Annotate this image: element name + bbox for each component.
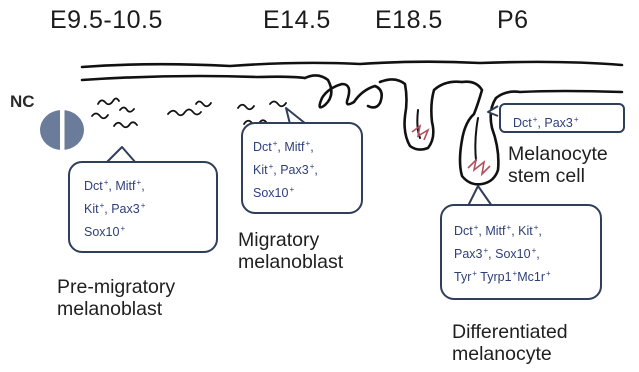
melanoblast-6: [195, 100, 212, 108]
marker-line: Sox10+: [84, 224, 126, 239]
epidermis-base-line: [80, 74, 307, 82]
caption-stem: Melanocyte stem cell: [508, 143, 608, 187]
melanoblast-7: [237, 103, 255, 111]
marker-line: Tyr+ Tyrp1+Mc1r+: [454, 269, 551, 284]
marker-line: Kit+, Pax3+: [84, 201, 146, 216]
follicle-e18: [378, 78, 464, 151]
melanoblast-3: [113, 121, 138, 129]
marker-line: Pax3+, Sox10+,: [454, 246, 540, 261]
callout-differentiated-markers: Dct+, Mitf+, Kit+, Pax3+, Sox10+, Tyr+ T…: [440, 204, 602, 300]
melanoblast-2: [91, 112, 109, 120]
pointer-migratory: [285, 107, 307, 125]
callout-migratory-markers: Dct+, Mitf+, Kit+, Pax3+, Sox10+: [241, 122, 363, 214]
melanocyte-p6: [467, 157, 491, 177]
caption-premigratory: Pre-migratory melanoblast: [57, 276, 176, 320]
follicle-e14: [303, 74, 383, 109]
stage-label-e18: E18.5: [375, 6, 443, 34]
epidermis-top-line: [80, 60, 624, 69]
stage-label-e14: E14.5: [263, 6, 331, 34]
melanoblast-4: [119, 106, 135, 113]
caption-differentiated: Differentiated melanocyte: [452, 321, 568, 365]
melanoblast-1: [97, 97, 120, 106]
caption-migratory: Migratory melanoblast: [238, 229, 344, 273]
melanoblast-9: [269, 100, 287, 108]
marker-line: Dct+, Pax3+: [513, 115, 579, 130]
callout-stem-markers: Dct+, Pax3+: [499, 103, 625, 133]
pointer-premigratory: [105, 146, 137, 164]
pointer-stem: [487, 105, 499, 117]
stage-label-p6: P6: [497, 6, 529, 34]
melanocyte-e18: [411, 124, 430, 141]
follicle-p6: [458, 80, 624, 186]
marker-line: Dct+, Mitf+,: [84, 178, 145, 193]
callout-premigratory-markers: Dct+, Mitf+, Kit+, Pax3+ Sox10+: [68, 161, 218, 253]
marker-line: Dct+, Mitf+,: [253, 139, 314, 154]
melanoblast-5: [167, 108, 202, 117]
marker-line: Sox10+: [253, 185, 295, 200]
marker-line: Kit+, Pax3+,: [253, 162, 318, 177]
pointer-differentiated: [467, 185, 493, 207]
neural-crest-label: NC: [10, 92, 35, 111]
marker-line: Dct+, Mitf+, Kit+,: [454, 223, 542, 238]
stage-label-e9: E9.5-10.5: [50, 6, 163, 34]
